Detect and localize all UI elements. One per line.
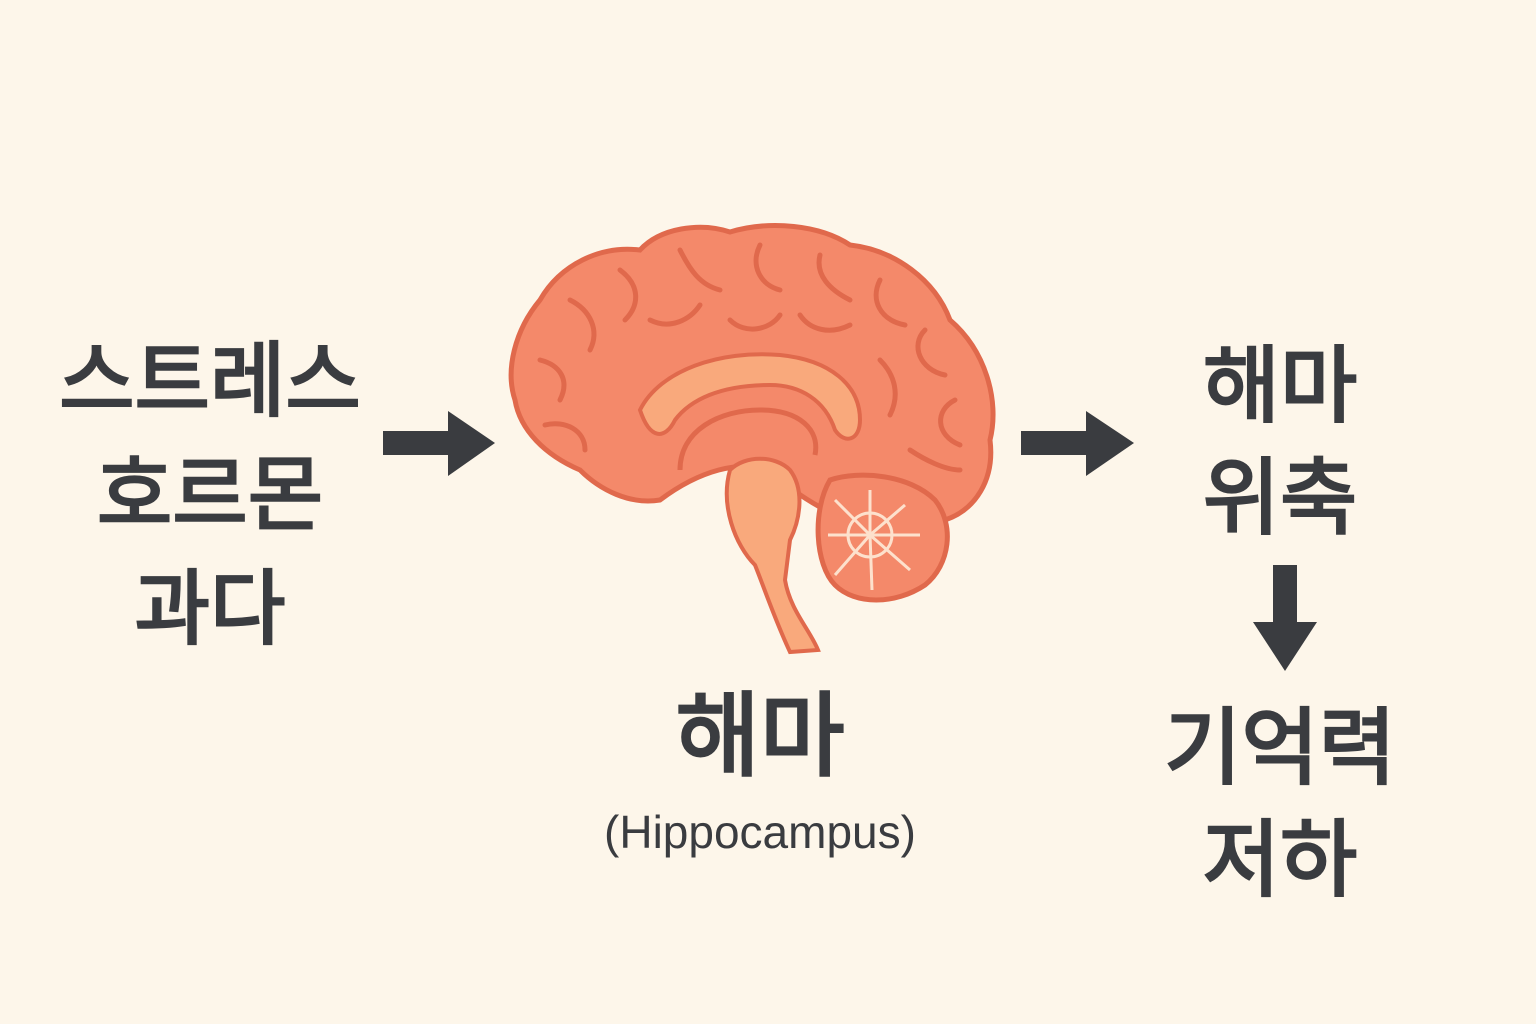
arrow-right-icon: [383, 411, 495, 476]
stress-hormone-label: 스트레스 호르몬 과다: [40, 325, 380, 667]
arrow-down-icon: [1253, 565, 1317, 671]
brain-gyri: [537, 242, 963, 473]
atrophy-line-1: 해마: [1202, 337, 1358, 435]
stress-line-1: 스트레스: [59, 334, 361, 429]
memory-decline-label: 기억력 저하: [1120, 692, 1440, 916]
arrow-right-icon: [1021, 411, 1134, 476]
hippocampus-label: 해마: [675, 683, 845, 790]
stress-line-3: 과다: [134, 562, 286, 657]
atrophy-line-2: 위축: [1202, 449, 1358, 547]
memory-line-2: 저하: [1202, 811, 1358, 909]
hippocampus-english-label: (Hippocampus): [604, 806, 916, 858]
hippocampus-atrophy-label: 해마 위축: [1140, 330, 1420, 554]
cerebellum-folds: [828, 490, 920, 591]
stress-line-2: 호르몬: [96, 448, 324, 543]
brain-icon: [508, 223, 996, 655]
memory-line-1: 기억력: [1164, 699, 1396, 797]
